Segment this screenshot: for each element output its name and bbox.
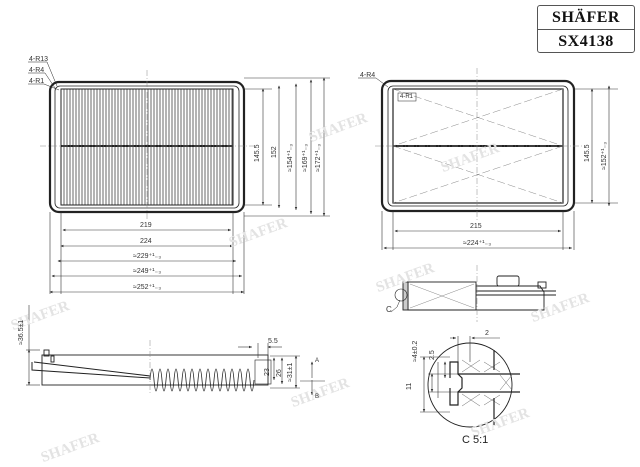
bottom-side-view [31,340,272,395]
corner-radius-label: 4-R13 [29,56,49,63]
left-top-view [28,61,255,220]
arrow-label-b: B [315,394,320,400]
dim-horizontal: 215 [470,223,482,230]
detail-c-view [427,342,520,428]
dim-horizontal: ≈249⁺¹₋₃ [133,268,162,275]
dim-horizontal: ≈252⁺¹₋₃ [133,284,162,291]
right-side-section [390,265,556,322]
dim-vertical: ≈152⁺¹₋₃ [601,141,608,170]
left-horizontal-dimensions [49,212,245,294]
right-top-view [358,68,585,220]
corner-radius-label: 4-R1 [400,94,414,100]
corner-radius-label: 4-R4 [360,72,376,79]
bottom-side-dimensions [26,305,325,395]
brand-name: SHÄFER [552,8,620,26]
dim-side: 23 [264,368,271,376]
part-number: SX4138 [538,29,634,53]
detail-c-dimensions [420,336,500,413]
dim-horizontal: ≈229⁺¹₋₃ [133,253,162,260]
section-marker-c: C [386,305,392,314]
dim-detail: 2 [485,330,489,337]
dim-detail: 2.5 [429,350,436,360]
dim-side: 26 [276,369,283,377]
corner-radius-label: 4-R4 [29,67,45,74]
right-dimensions [381,85,618,250]
dim-vertical: 145.5 [254,144,261,162]
corner-radius-label: 4-R1 [29,78,45,85]
dim-vertical: 145.5 [584,144,591,162]
dim-detail: 11 [406,382,413,390]
dim-vertical: ≈154⁺¹₋₃ [287,143,294,172]
dim-detail: ≈4±0.2 [412,340,419,362]
left-vertical-dimensions [244,77,330,217]
dim-vertical: 152 [271,146,278,158]
dim-side: ≈31±1 [287,362,294,382]
dim-overall-height: ≈36.5±1 [18,319,25,345]
dim-vertical: ≈169⁺¹₋₃ [302,143,309,172]
dim-horizontal: ≈224⁺¹₋₃ [463,240,492,247]
detail-caption: C 5:1 [462,434,489,446]
dim-horizontal: 219 [140,222,152,229]
dim-side: 5.5 [268,338,278,345]
dim-vertical: ≈172⁺¹₋₃ [315,143,322,172]
arrow-label-a: A [315,358,320,364]
title-block: SHÄFER SX4138 [537,5,635,53]
dim-horizontal: 224 [140,238,152,245]
